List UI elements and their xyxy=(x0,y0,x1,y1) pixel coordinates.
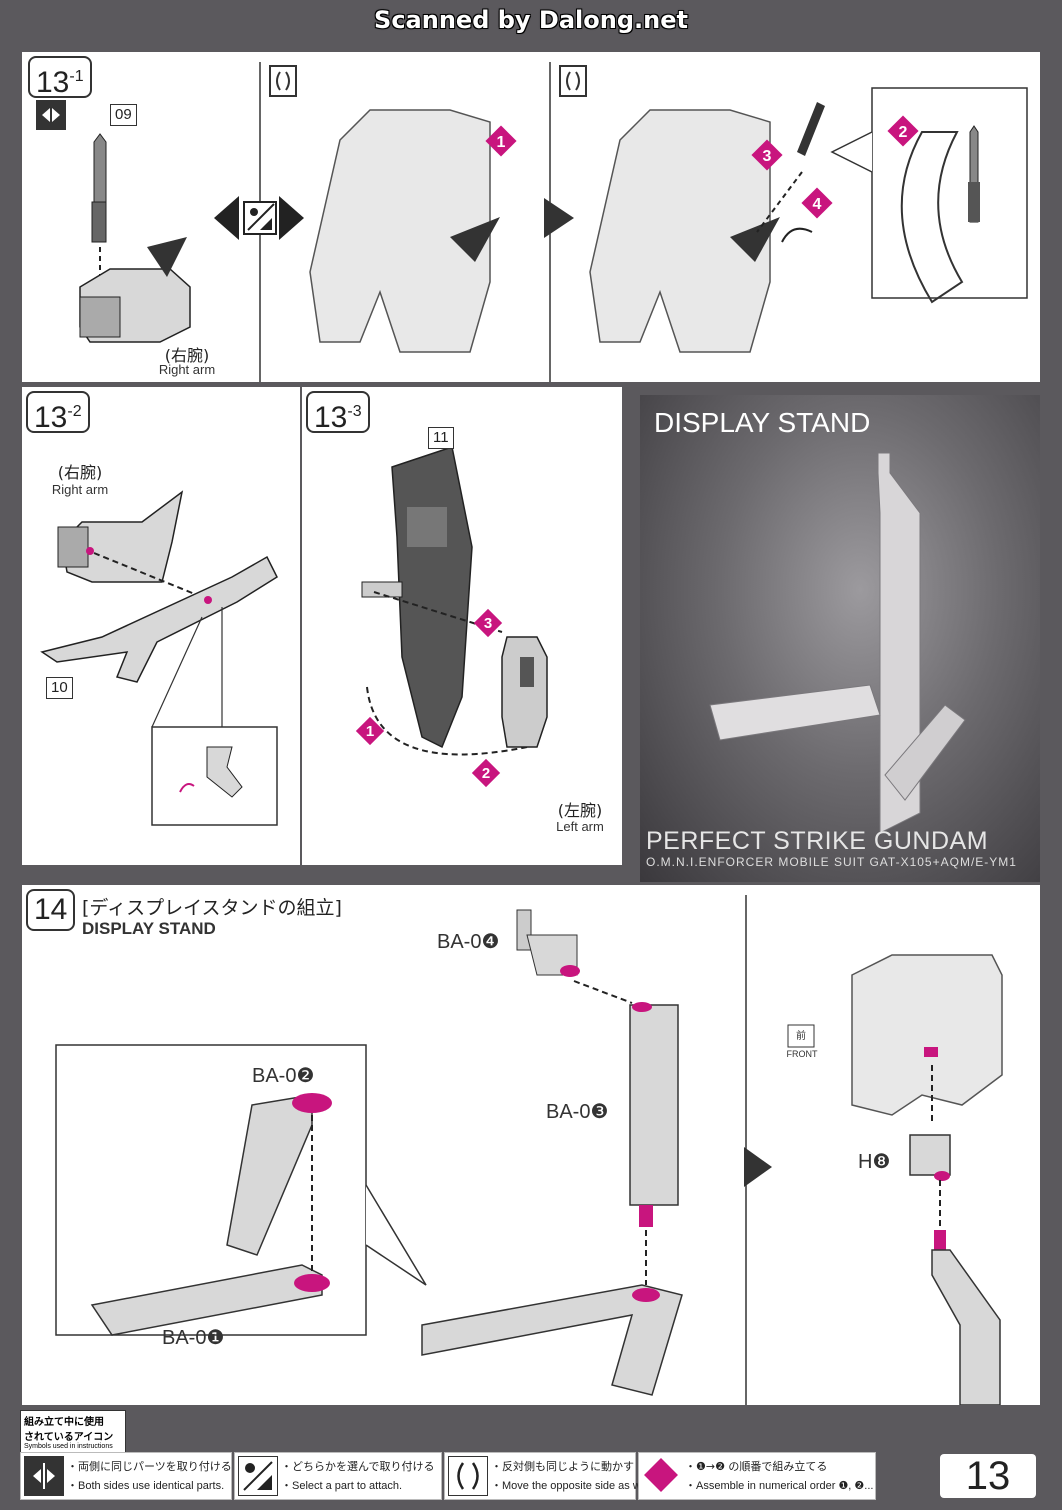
shield-part xyxy=(361,446,473,749)
both-sides-icon xyxy=(36,100,66,130)
step-number: 13 xyxy=(36,66,70,99)
front-icon xyxy=(787,1024,815,1048)
scan-header: Scanned by Dalong.net xyxy=(0,0,1062,48)
model-subtitle: O.M.N.I.ENFORCER MOBILE SUIT GAT-X105+AQ… xyxy=(646,855,1017,869)
right-arm-part xyxy=(57,490,184,583)
step-marker-3 xyxy=(473,608,503,638)
mirror-icon xyxy=(269,65,297,97)
stand-photo xyxy=(709,452,966,834)
part-label-ba02: BA-0❷ xyxy=(252,1065,315,1087)
step-marker-1-label: 1 xyxy=(497,134,506,151)
joint-part xyxy=(516,909,580,977)
legend-item-jp: ・両側に同じパーツを取り付ける xyxy=(67,1460,232,1473)
step-13-2-illustration xyxy=(40,490,278,826)
step-14-title-en: DISPLAY STAND xyxy=(82,919,216,938)
part-label-09: 09 xyxy=(110,104,137,126)
legend-heading-jp2: されているアイコン xyxy=(24,1432,114,1443)
model-name: PERFECT STRIKE GUNDAM xyxy=(646,827,989,855)
step-13-1-illustration: 1 2 3 4 xyxy=(36,62,1028,382)
mirror-icon xyxy=(559,65,587,97)
base-arm-part xyxy=(90,1093,332,1336)
page-number: 13 xyxy=(940,1454,1036,1498)
mirror-icon xyxy=(448,1456,488,1496)
adapter-part xyxy=(909,1134,951,1181)
step-marker-1-label: 1 xyxy=(366,723,374,740)
right-arm-part xyxy=(79,237,191,343)
step-14-illustration xyxy=(55,895,1003,1405)
legend-item-both-sides: ・両側に同じパーツを取り付ける ・Both sides use identica… xyxy=(20,1452,232,1500)
step-13-1-number: 13-1 xyxy=(28,56,92,99)
choose-part-icon xyxy=(214,196,304,240)
step-marker-1 xyxy=(355,716,385,746)
part-label-10: 10 xyxy=(46,677,73,699)
front-label-en: FRONT xyxy=(786,1049,818,1059)
part-label-11: 11 xyxy=(428,427,454,449)
step-subnumber: -3 xyxy=(347,403,362,420)
choose-part-icon xyxy=(238,1456,278,1496)
part-label-ba04: BA-0❹ xyxy=(437,931,500,953)
left-arm-part xyxy=(501,636,548,748)
legend-item-order: ・❶→❷ の順番で組み立てる ・Assemble in numerical or… xyxy=(638,1452,876,1500)
step-13-3-illustration: 1 2 3 xyxy=(355,446,548,788)
step-13-1-panel: 13-1 xyxy=(22,52,1040,382)
arm-label-en: Left arm xyxy=(556,819,604,834)
step-number: 13 xyxy=(34,401,68,434)
step-13-3-number: 13-3 xyxy=(306,391,370,434)
legend-item-en: ・Assemble in numerical order ❶, ❷... xyxy=(685,1480,874,1492)
arm-label-jp: (右腕) xyxy=(164,346,210,365)
legend-item-jp: ・どちらかを選んで取り付ける xyxy=(281,1460,435,1473)
legend-item-en: ・Select a part to attach. xyxy=(281,1480,403,1492)
step-14-panel: 14 [ディスプレイスタンドの組立] DISPLAY STAND xyxy=(22,885,1040,1405)
step-marker-2 xyxy=(471,758,501,788)
next-step-arrow xyxy=(744,1147,772,1187)
step-order-icon xyxy=(642,1456,680,1494)
display-stand-photo-panel: DISPLAY STAND PERFECT STRIKE GUNDAM O.M.… xyxy=(640,395,1040,882)
symbol-legend: 組み立て中に使用 されているアイコン Symbols used in instr… xyxy=(20,1410,1010,1502)
step-marker-3-label: 3 xyxy=(763,148,772,165)
legend-item-select: ・どちらかを選んで取り付ける ・Select a part to attach. xyxy=(234,1452,442,1500)
legend-item-jp: ・反対側も同じように動かす xyxy=(491,1460,634,1473)
step-number: 13 xyxy=(314,401,348,434)
front-label-jp: 前 xyxy=(796,1031,806,1042)
legend-item-en: ・Both sides use identical parts. xyxy=(67,1480,225,1492)
torso-part xyxy=(851,954,1003,1116)
skirt-armor-part xyxy=(589,102,825,353)
arm-label-en: Right arm xyxy=(51,482,109,497)
legend-heading: 組み立て中に使用 されているアイコン Symbols used in instr… xyxy=(20,1410,126,1454)
step-14-number: 14 xyxy=(26,889,76,931)
step-subnumber: -1 xyxy=(69,68,84,85)
beam-rifle-part xyxy=(40,555,278,683)
step-marker-1 xyxy=(485,125,517,157)
step-13-2-number: 13-2 xyxy=(26,391,90,434)
legend-heading-en: Symbols used in instructions xyxy=(24,1443,113,1450)
arm-label-en: Right arm xyxy=(158,362,216,377)
legend-item-en: ・Move the opposite side as well. xyxy=(491,1480,655,1492)
stand-top-part xyxy=(931,1230,1001,1405)
assembled-base-part xyxy=(421,1284,683,1396)
skirt-armor-part xyxy=(309,109,500,353)
knife-part xyxy=(91,133,107,243)
step-marker-4-label: 4 xyxy=(813,196,822,213)
part-label-ba03: BA-0❸ xyxy=(546,1101,609,1123)
next-step-arrow xyxy=(544,198,574,238)
legend-heading-jp1: 組み立て中に使用 xyxy=(24,1417,104,1428)
step-13-2-panel: 13-2 (右腕) Right arm 10 xyxy=(22,387,300,865)
scan-banner: Scanned by Dalong.net xyxy=(374,6,688,34)
step-subnumber: -2 xyxy=(67,403,82,420)
legend-item-jp: ・❶→❷ の順番で組み立てる xyxy=(685,1460,828,1473)
post-part xyxy=(629,1002,679,1227)
part-label-h8: H❽ xyxy=(858,1151,891,1173)
arm-label-jp: (左腕) xyxy=(557,801,603,820)
step-14-title-jp: [ディスプレイスタンドの組立] xyxy=(82,897,342,919)
step-marker-3-label: 3 xyxy=(484,615,492,632)
display-stand-title: DISPLAY STAND xyxy=(654,407,871,438)
part-label-ba01: BA-0❶ xyxy=(162,1327,225,1349)
step-marker-2-label: 2 xyxy=(482,765,490,782)
both-sides-icon xyxy=(24,1456,64,1496)
step-marker-2-label: 2 xyxy=(899,124,908,141)
arm-label-jp: (右腕) xyxy=(57,463,103,482)
legend-item-mirror: ・反対側も同じように動かす ・Move the opposite side as… xyxy=(444,1452,655,1500)
step-13-3-panel: 13-3 1 2 3 11 (左腕) Left arm xyxy=(302,387,622,865)
